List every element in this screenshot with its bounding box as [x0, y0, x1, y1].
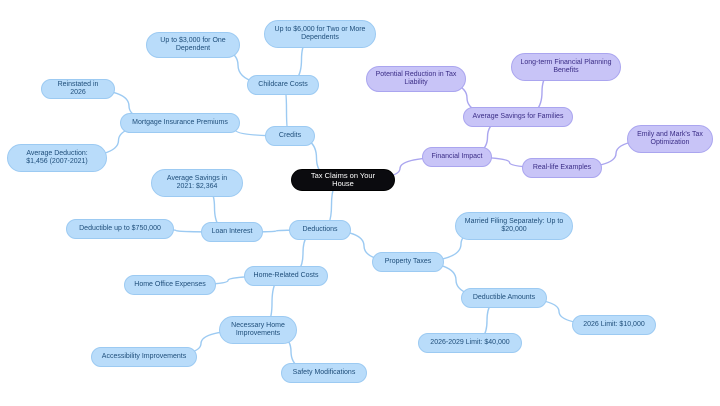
- financial-impact-node[interactable]: Financial Impact: [422, 147, 492, 167]
- home-related-costs-node[interactable]: Home-Related Costs: [244, 266, 328, 286]
- reinstated-node[interactable]: Reinstated in 2026: [41, 79, 115, 99]
- mortgage-insurance-node[interactable]: Mortgage Insurance Premiums: [120, 113, 240, 133]
- average-deduction-node[interactable]: Average Deduction: $1,456 (2007-2021): [7, 144, 107, 172]
- childcare-two-dependents-node[interactable]: Up to $6,000 for Two or More Dependents: [264, 20, 376, 48]
- home-office-expenses-node[interactable]: Home Office Expenses: [124, 275, 216, 295]
- deductions-node[interactable]: Deductions: [289, 220, 351, 240]
- average-savings-families-node[interactable]: Average Savings for Families: [463, 107, 573, 127]
- deductible-750000-node[interactable]: Deductible up to $750,000: [66, 219, 174, 239]
- childcare-costs-node[interactable]: Childcare Costs: [247, 75, 319, 95]
- property-taxes-node[interactable]: Property Taxes: [372, 252, 444, 272]
- real-life-examples-node[interactable]: Real-life Examples: [522, 158, 602, 178]
- childcare-one-dependent-node[interactable]: Up to $3,000 for One Dependent: [146, 32, 240, 58]
- married-filing-separately-node[interactable]: Married Filing Separately: Up to $20,000: [455, 212, 573, 240]
- loan-interest-node[interactable]: Loan Interest: [201, 222, 263, 242]
- safety-modifications-node[interactable]: Safety Modifications: [281, 363, 367, 383]
- deductible-amounts-node[interactable]: Deductible Amounts: [461, 288, 547, 308]
- limit-2026-node[interactable]: 2026 Limit: $10,000: [572, 315, 656, 335]
- long-term-planning-node[interactable]: Long-term Financial Planning Benefits: [511, 53, 621, 81]
- root-node[interactable]: Tax Claims on Your House: [291, 169, 395, 191]
- accessibility-improvements-node[interactable]: Accessibility Improvements: [91, 347, 197, 367]
- necessary-improvements-node[interactable]: Necessary Home Improvements: [219, 316, 297, 344]
- emily-mark-node[interactable]: Emily and Mark's Tax Optimization: [627, 125, 713, 153]
- average-savings-2021-node[interactable]: Average Savings in 2021: $2,364: [151, 169, 243, 197]
- limit-2026-2029-node[interactable]: 2026-2029 Limit: $40,000: [418, 333, 522, 353]
- potential-reduction-node[interactable]: Potential Reduction in Tax Liability: [366, 66, 466, 92]
- credits-node[interactable]: Credits: [265, 126, 315, 146]
